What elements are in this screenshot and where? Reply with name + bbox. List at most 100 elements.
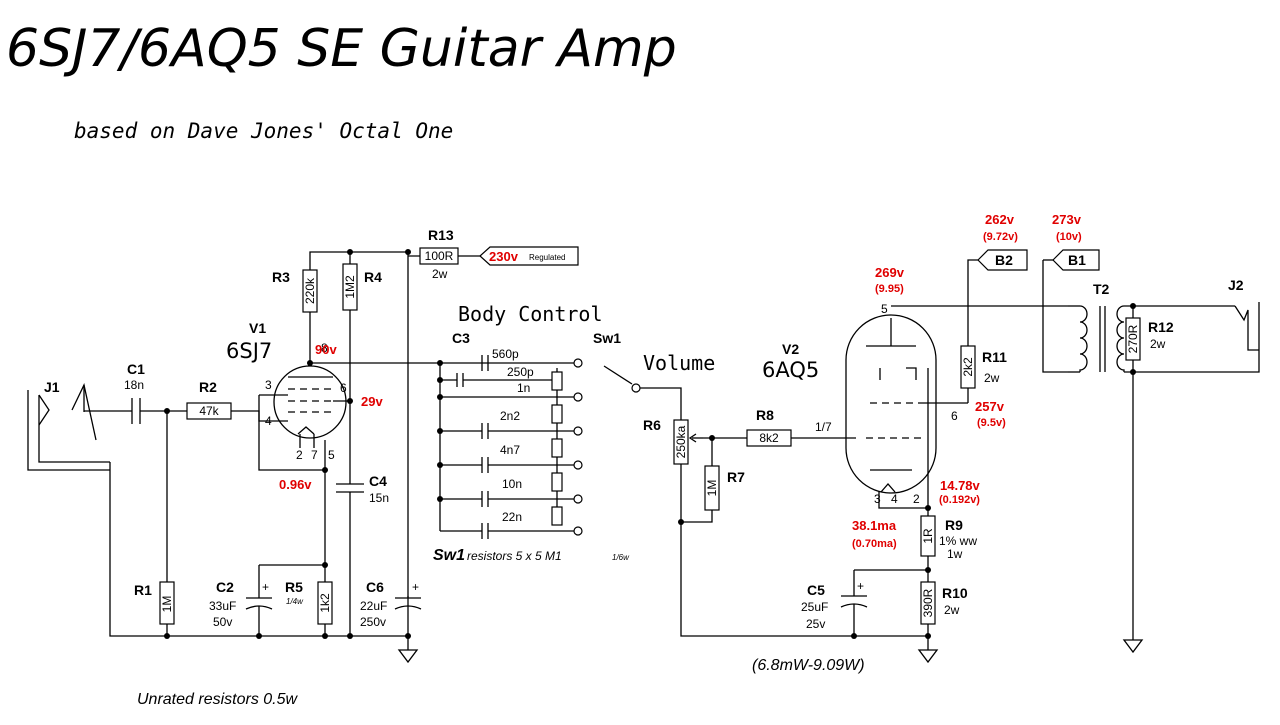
v1-pin6: 6 bbox=[340, 381, 347, 395]
v1-ref: V1 bbox=[249, 320, 266, 336]
sw1-note-rating: 1/6w bbox=[612, 553, 630, 562]
r12-rating: 2w bbox=[1150, 337, 1166, 351]
r9-spec2: 1w bbox=[947, 547, 963, 561]
v1-pin3: 3 bbox=[265, 378, 272, 392]
input-jack-j1 bbox=[27, 383, 110, 471]
b1-voltage: 273v bbox=[1052, 212, 1082, 227]
r5-rating: 1/4w bbox=[286, 597, 304, 606]
c4-ref: C4 bbox=[369, 473, 387, 489]
v2-cathode-voltage-sub: (0.192v) bbox=[939, 494, 980, 506]
r13-ref: R13 bbox=[428, 227, 454, 243]
body-control-network bbox=[437, 355, 583, 539]
schematic-subtitle: based on Dave Jones' Octal One bbox=[74, 119, 453, 143]
volume-label: Volume bbox=[643, 351, 715, 375]
r5-ref: R5 bbox=[285, 579, 303, 595]
r9-spec1: 1% ww bbox=[939, 534, 977, 548]
supply-voltage: 230v bbox=[489, 249, 519, 264]
v1-plate-voltage: 90v bbox=[315, 342, 337, 357]
v2-cathode-voltage: 14.78v bbox=[940, 478, 981, 493]
output-transformer-t2 bbox=[1068, 305, 1125, 373]
r4-value: 1M2 bbox=[343, 275, 357, 299]
r5-value: 1k2 bbox=[318, 593, 332, 613]
r4-ref: R4 bbox=[364, 269, 382, 285]
r13-value: 100R bbox=[425, 249, 454, 263]
c2-value: 33uF bbox=[209, 599, 236, 613]
b2-ref: B2 bbox=[995, 252, 1013, 268]
sw1-note-text: resistors 5 x 5 M1 bbox=[467, 549, 562, 563]
v1-type: 6SJ7 bbox=[226, 339, 272, 363]
c2-plus: + bbox=[262, 580, 269, 594]
b1-voltage-sub: (10v) bbox=[1056, 231, 1082, 243]
c3-value-560p: 560p bbox=[492, 347, 519, 361]
b2-voltage: 262v bbox=[985, 212, 1015, 227]
c1-value: 18n bbox=[124, 378, 144, 392]
c3-ref: C3 bbox=[452, 330, 470, 346]
unrated-resistors-note: Unrated resistors 0.5w bbox=[137, 691, 299, 708]
v1-pin7: 7 bbox=[311, 448, 318, 462]
j1-ref: J1 bbox=[44, 379, 60, 395]
r13-rating: 2w bbox=[432, 267, 448, 281]
body-control-label: Body Control bbox=[458, 302, 603, 326]
c6-ref: C6 bbox=[366, 579, 384, 595]
v2-type: 6AQ5 bbox=[762, 358, 819, 382]
b1-tag bbox=[1052, 249, 1100, 271]
v2-screen-voltage-sub: (9.5v) bbox=[977, 417, 1006, 429]
r11-value: 2k2 bbox=[961, 357, 975, 377]
c3-value-2n2: 2n2 bbox=[500, 409, 520, 423]
r3-value: 220k bbox=[303, 277, 317, 304]
r7-value: 1M bbox=[705, 480, 719, 497]
r11-rating: 2w bbox=[984, 371, 1000, 385]
schematic-title: 6SJ7/6AQ5 SE Guitar Amp bbox=[6, 19, 677, 79]
r6-value: 250ka bbox=[674, 425, 688, 458]
sw1-note-ref: Sw1 bbox=[433, 547, 465, 564]
r12-value: 270R bbox=[1126, 324, 1140, 353]
v2-pin3: 3 bbox=[874, 492, 881, 506]
c3-value-1n: 1n bbox=[517, 381, 530, 395]
r3-ref: R3 bbox=[272, 269, 290, 285]
output-jack-j2 bbox=[1234, 302, 1260, 373]
r9-ref: R9 bbox=[945, 517, 963, 533]
capacitor-c1 bbox=[131, 398, 141, 424]
r11-ref: R11 bbox=[982, 349, 1007, 365]
r10-value: 390R bbox=[921, 588, 935, 617]
v2-pin4: 4 bbox=[891, 492, 898, 506]
v2-plate-voltage: 269v bbox=[875, 265, 905, 280]
v2-pin2: 2 bbox=[913, 492, 920, 506]
v2-cathode-current: 38.1ma bbox=[852, 518, 897, 533]
r1-value: 1M bbox=[160, 596, 174, 613]
b2-voltage-sub: (9.72v) bbox=[983, 231, 1018, 243]
v2-pin6: 6 bbox=[951, 409, 958, 423]
b1-ref: B1 bbox=[1068, 252, 1086, 268]
b2-tag bbox=[977, 249, 1028, 271]
r1-ref: R1 bbox=[134, 582, 152, 598]
r12-ref: R12 bbox=[1148, 319, 1174, 335]
c4-value: 15n bbox=[369, 491, 389, 505]
v2-screen-voltage: 257v bbox=[975, 399, 1005, 414]
v1-pin2: 2 bbox=[296, 448, 303, 462]
c3-value-4n7: 4n7 bbox=[500, 443, 520, 457]
c1-ref: C1 bbox=[127, 361, 145, 377]
j2-ref: J2 bbox=[1228, 277, 1244, 293]
v2-pin5: 5 bbox=[881, 302, 888, 316]
v1-pin5: 5 bbox=[328, 448, 335, 462]
v1-pin4: 4 bbox=[265, 414, 272, 428]
r7-ref: R7 bbox=[727, 469, 745, 485]
power-note: (6.8mW-9.09W) bbox=[752, 657, 865, 674]
v2-pin17: 1/7 bbox=[815, 420, 832, 434]
r2-value: 47k bbox=[199, 404, 219, 418]
c5-value: 25uF bbox=[801, 600, 828, 614]
v1-cathode-voltage: 0.96v bbox=[279, 477, 312, 492]
tube-v1 bbox=[273, 365, 347, 448]
v2-cathode-current-sub: (0.70ma) bbox=[852, 538, 897, 550]
c2-ref: C2 bbox=[216, 579, 234, 595]
c5-voltage: 25v bbox=[806, 617, 825, 631]
v2-plate-voltage-sub: (9.95) bbox=[875, 283, 904, 295]
c3-value-10n: 10n bbox=[502, 477, 522, 491]
v2-ref: V2 bbox=[782, 341, 799, 357]
sw1-ref: Sw1 bbox=[593, 330, 621, 346]
r10-rating: 2w bbox=[944, 603, 960, 617]
r2-ref: R2 bbox=[199, 379, 217, 395]
c5-plus: + bbox=[857, 579, 864, 593]
